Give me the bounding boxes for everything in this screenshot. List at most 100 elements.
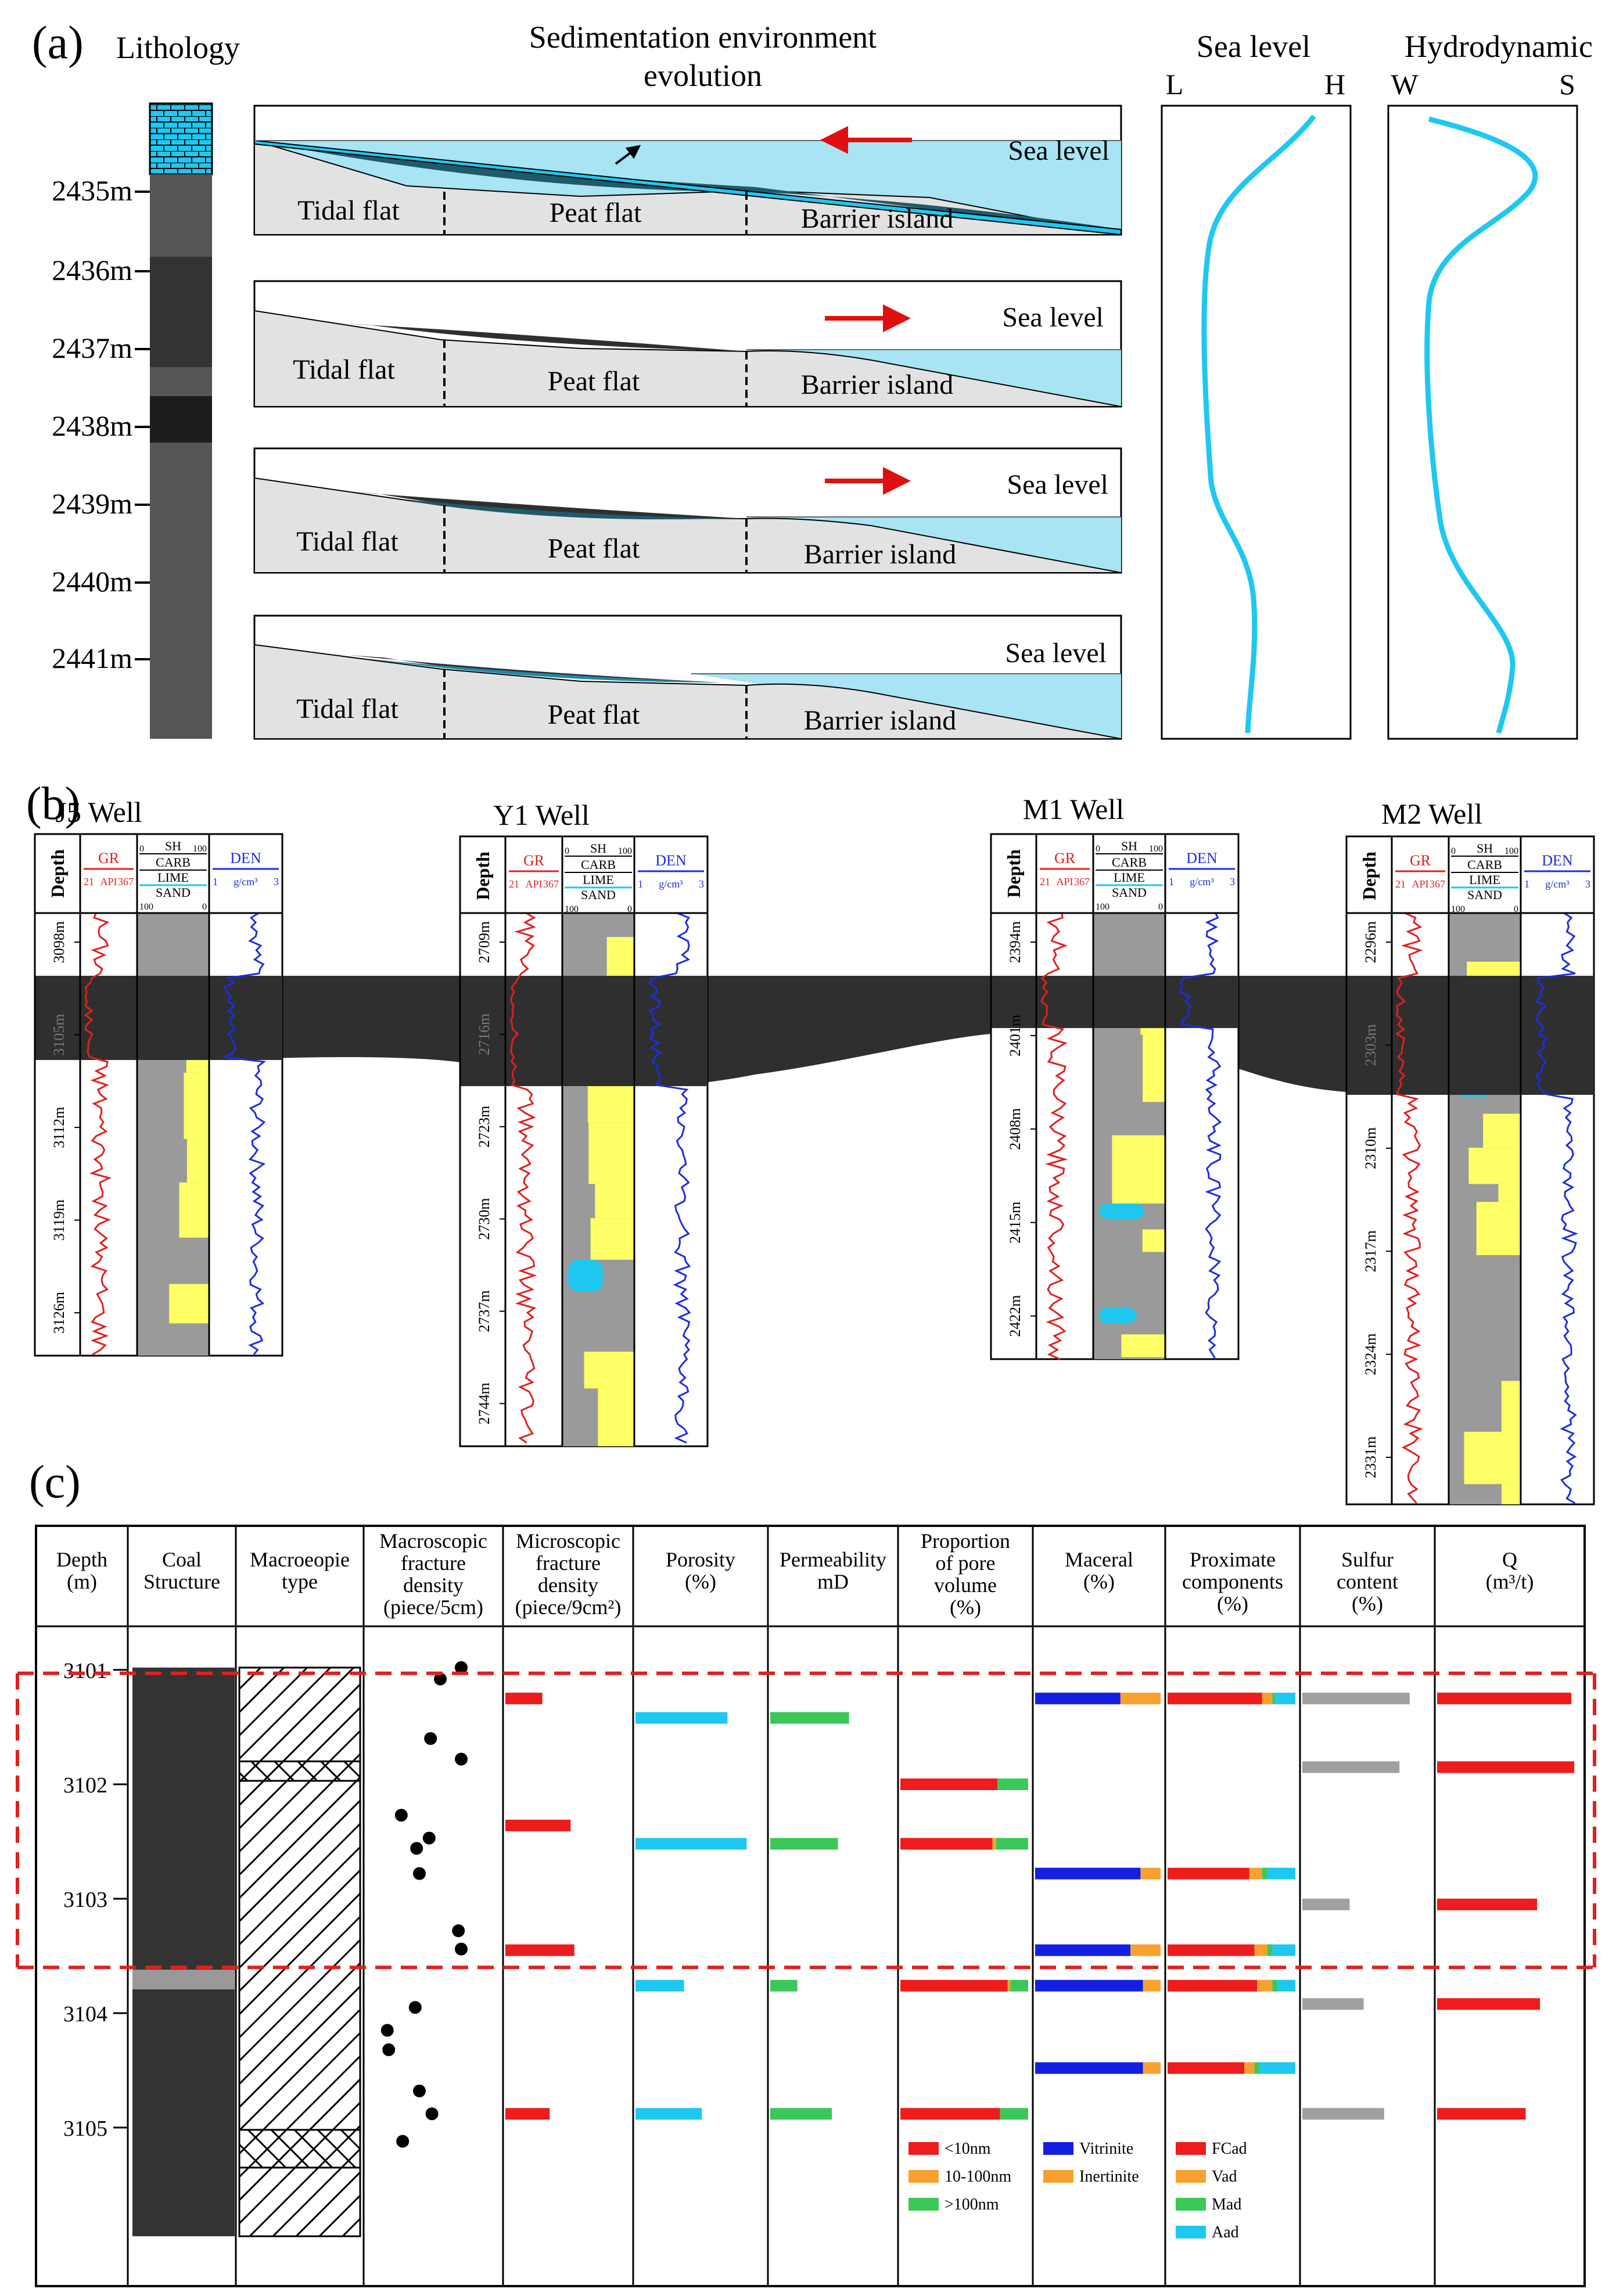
macro-fracture-point [382, 2043, 396, 2057]
column-header-text: Macroscopic [379, 1529, 487, 1553]
sand-header: SAND [1112, 885, 1147, 900]
carb-header: CARB [581, 857, 616, 872]
carb-header: CARB [1112, 855, 1147, 869]
sea-level-low-label: L [1166, 68, 1184, 100]
lithology-title: Lithology [116, 30, 240, 65]
column-header-text: density [538, 1573, 598, 1597]
den-curve [1534, 912, 1579, 1504]
column-header-text: fracture [536, 1551, 601, 1575]
proximate-bar [1168, 1693, 1262, 1705]
pct-zero: 0 [565, 846, 569, 856]
pore-volume-bar [900, 2108, 1000, 2120]
gr-unit: API [1412, 878, 1428, 890]
gr-curve [1395, 912, 1423, 1504]
macro-fracture-point [408, 2001, 422, 2014]
gr-scale-max: 367 [1074, 876, 1090, 888]
sand-interval [1468, 1148, 1521, 1184]
column-header-text: Microscopic [516, 1529, 620, 1553]
sulfur-bar [1302, 2108, 1384, 2120]
pct-zero: 0 [1514, 904, 1518, 914]
well-depth-label: 2303m [1362, 1024, 1379, 1066]
proximate-bar [1267, 1867, 1295, 1880]
gr-curve [84, 912, 112, 1356]
macro-fracture-point [396, 2135, 410, 2148]
sedimentation-title-line1: Sedimentation environment [529, 20, 877, 55]
macro-type-mixed [238, 2129, 361, 2169]
pore-volume-bar [1007, 1979, 1011, 1992]
gr-scale-max: 367 [1430, 878, 1445, 890]
macro-type-bright [238, 1780, 361, 2131]
pct-zero: 0 [1158, 902, 1163, 912]
well-depth-label: 2709m [476, 921, 493, 963]
depth-header: Depth [1003, 849, 1024, 898]
lime-header: LIME [583, 872, 614, 887]
well-title: J5 Well [55, 796, 142, 828]
shale-layer-lower [150, 443, 212, 739]
gr-curve [510, 912, 537, 1444]
panel-c-label: (c) [29, 1457, 81, 1508]
sand-interval [1112, 1135, 1165, 1204]
maceral-bar [1140, 1867, 1161, 1880]
coal-structure-bar [132, 1668, 235, 2237]
macro-fracture-point [455, 1942, 468, 1956]
pct-zero: 0 [627, 904, 632, 914]
porosity-bar [635, 1838, 747, 1850]
pct-hundred: 100 [1149, 844, 1163, 854]
column-header-text: Sulfur [1341, 1548, 1394, 1571]
depth-tick-label: 3104 [63, 2002, 107, 2026]
sulfur-bar [1302, 1761, 1400, 1773]
sedimentation-stage-4: Sea level Tidal flat Peat flat Barrier i… [253, 615, 1122, 740]
column-header-text: components [1182, 1570, 1283, 1593]
sea-level-curve-panel: Sea level L H [1161, 29, 1352, 740]
sand-interval [595, 1184, 634, 1219]
den-max: 3 [1230, 876, 1235, 888]
coal-seam [35, 976, 282, 1060]
column-header-text: Porosity [666, 1548, 735, 1571]
sand-interval [598, 1388, 634, 1446]
legend-label: Inertinite [1079, 2168, 1139, 2186]
proximate-bar [1244, 2062, 1255, 2074]
permeability-bar [770, 2108, 832, 2120]
depth-tick-label: 3105 [63, 2117, 107, 2141]
env-tidal-flat: Tidal flat [296, 694, 398, 724]
sea-level-curve [1201, 114, 1316, 734]
proximate-bar [1272, 1944, 1295, 1956]
sand-interval [1142, 1229, 1165, 1252]
gr-header: GR [523, 852, 545, 869]
depth-tick-label: 2441m [52, 642, 132, 674]
coal-seam [460, 976, 708, 1086]
depth-tick-label: 2437m [52, 332, 132, 364]
gr-scale-min: 21 [84, 876, 94, 888]
coal-layer-lower [150, 396, 212, 443]
env-tidal-flat: Tidal flat [297, 195, 400, 226]
panel-b-label: (b) [26, 778, 80, 829]
legend-swatch [1176, 2198, 1206, 2211]
macro-fracture-point [422, 1831, 436, 1845]
well-depth-label: 2723m [476, 1106, 493, 1148]
gr-scale-max: 367 [543, 878, 559, 890]
den-min: 1 [1169, 876, 1174, 888]
column-header-text: (m) [67, 1570, 97, 1593]
proximate-bar [1249, 1867, 1262, 1880]
gr-scale-min: 21 [1040, 876, 1050, 888]
den-header: DEN [1542, 852, 1573, 869]
sedimentation-stage-3: Sea level Tidal flat Peat flat Barrier i… [253, 447, 1122, 574]
sea-level-high-label: H [1324, 68, 1345, 100]
env-barrier-island: Barrier island [804, 705, 957, 736]
proximate-bar [1272, 1693, 1275, 1705]
hydrodynamic-strong-label: S [1559, 68, 1575, 100]
legend-swatch [1176, 2226, 1206, 2238]
sh-header: SH [590, 841, 606, 856]
den-header: DEN [1186, 850, 1218, 867]
panel-a-label: (a) [32, 17, 84, 69]
den-min: 1 [638, 878, 643, 890]
maceral-bar [1143, 2062, 1161, 2074]
coal-layer-stage4 [349, 655, 720, 682]
column-header-text: fracture [401, 1551, 466, 1575]
legend-swatch [1176, 2170, 1206, 2183]
pore-volume-bar [900, 1838, 993, 1850]
pct-hundred: 100 [618, 846, 632, 856]
gr-scale-min: 21 [1395, 878, 1406, 890]
